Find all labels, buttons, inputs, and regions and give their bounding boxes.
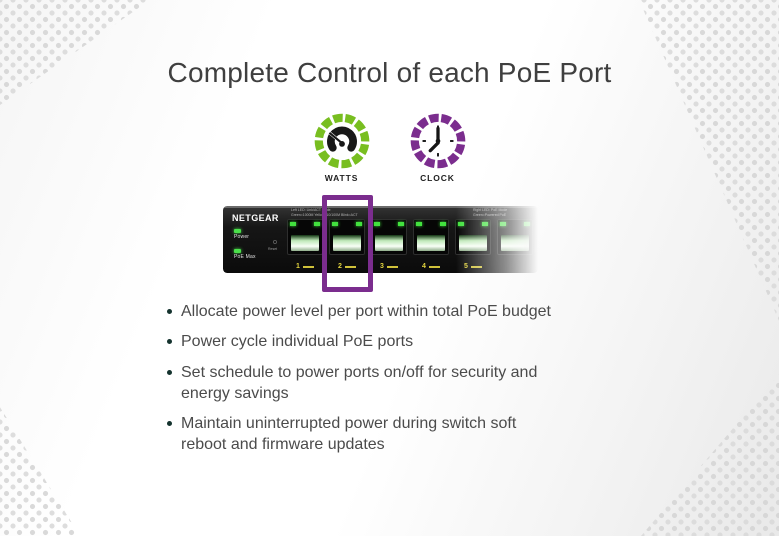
port-4 (413, 219, 449, 255)
port-3 (371, 219, 407, 255)
port-number: 4 (422, 263, 426, 270)
port-4-contacts (417, 235, 445, 251)
port-1 (287, 219, 323, 255)
port-number-cell: 5 (455, 263, 491, 270)
power-led (234, 229, 241, 233)
poe-switch-image: NETGEAR Power PoE Max Reset Left LED: Li… (223, 206, 538, 273)
port-number-cell (497, 263, 533, 270)
reset-button-hole (273, 240, 277, 244)
port-number-row: 1 2 3 4 5 (287, 263, 533, 270)
port-6 (497, 219, 533, 255)
poe-max-led (234, 249, 241, 253)
port-5-contacts (459, 235, 487, 251)
port-number-cell: 2 (329, 263, 365, 270)
port-number-dash (470, 265, 482, 268)
port-2-contacts (333, 235, 361, 251)
bullet-item: Power cycle individual PoE ports (167, 331, 651, 352)
port-number-dash (344, 265, 356, 268)
feature-icons-row: WATTS CLOCK (0, 112, 779, 183)
clock-label: CLOCK (420, 173, 455, 183)
power-indicator: Power (234, 229, 249, 240)
halftone-dots-bottom-left (0, 407, 80, 536)
port-3-contacts (375, 235, 403, 251)
bullet-item: Maintain uninterrupted power during swit… (167, 413, 651, 456)
poe-max-indicator: PoE Max (234, 249, 256, 260)
poe-max-label: PoE Max (234, 254, 256, 260)
port-5 (455, 219, 491, 255)
port-number: 5 (464, 263, 468, 270)
netgear-logo: NETGEAR (232, 213, 279, 223)
page-title: Complete Control of each PoE Port (167, 57, 612, 88)
port-number-cell: 4 (413, 263, 449, 270)
port-number-dash (386, 265, 398, 268)
port-number: 2 (338, 263, 342, 270)
port-number-cell: 1 (287, 263, 323, 270)
bullet-item: Allocate power level per port within tot… (167, 301, 651, 322)
port-number-cell: 3 (371, 263, 407, 270)
bullet-item: Set schedule to power ports on/off for s… (167, 362, 651, 405)
port-number: 1 (296, 263, 300, 270)
halftone-dots-bottom-right (641, 374, 779, 536)
reset-label: Reset (268, 247, 278, 251)
port-number: 3 (380, 263, 384, 270)
watts-gauge-icon (314, 113, 369, 169)
power-label: Power (234, 234, 250, 240)
feature-bullet-list: Allocate power level per port within tot… (167, 301, 651, 465)
ethernet-ports (287, 219, 533, 255)
port-number-dash (302, 265, 314, 268)
clock-feature: CLOCK (403, 112, 473, 183)
port-1-contacts (291, 235, 319, 251)
port-highlight-box (322, 195, 373, 292)
clock-icon (410, 113, 465, 169)
port-number-dash (428, 265, 440, 268)
watts-label: WATTS (324, 173, 359, 183)
port-6-contacts (501, 235, 529, 251)
watts-feature: WATTS (307, 112, 377, 183)
led-legend-right: Right LED: PoE Mode Green=Powered PoE (473, 208, 508, 217)
port-2 (329, 219, 365, 255)
halftone-dots-top-left (0, 0, 150, 105)
